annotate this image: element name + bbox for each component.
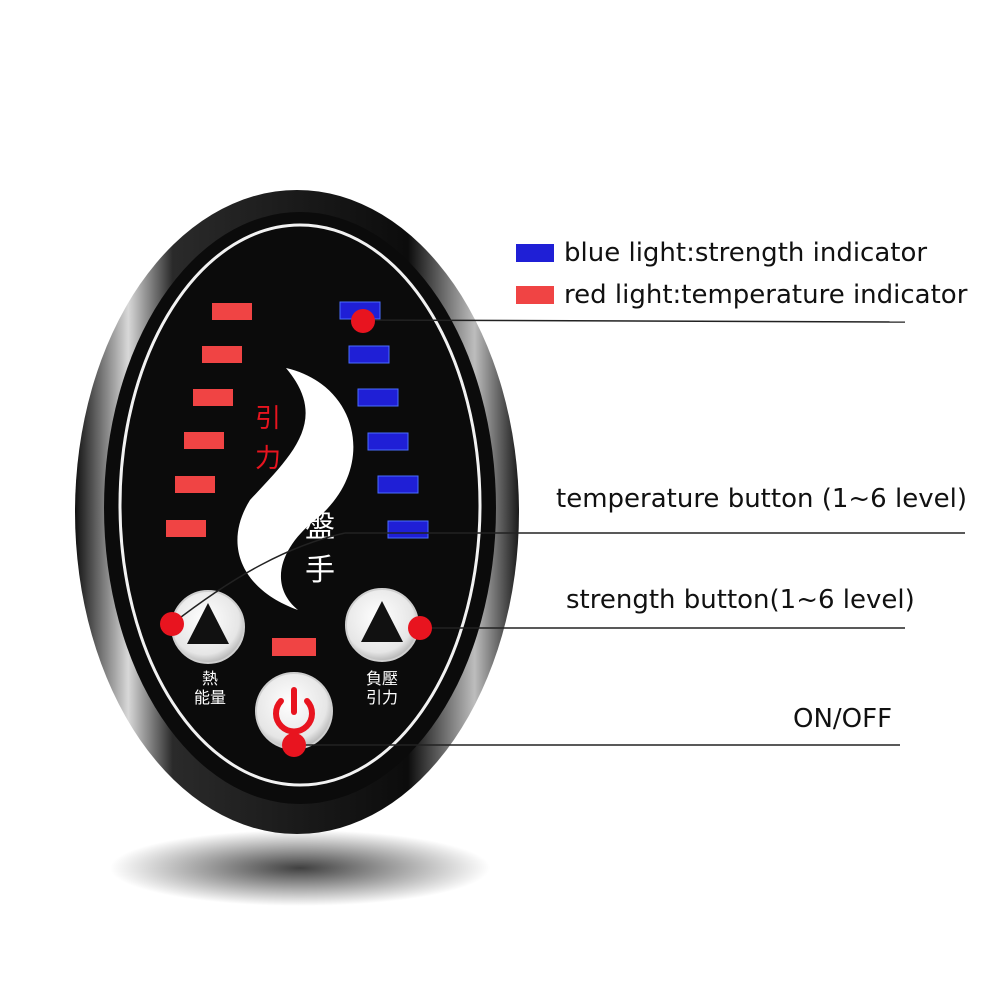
- brand-char-3: 手: [305, 553, 335, 588]
- legend-label-blue: blue light:strength indicator: [564, 238, 928, 268]
- leader-line-indicator: [362, 319, 906, 323]
- legend-red: red light:temperature indicator: [516, 280, 967, 310]
- strength-led: [377, 475, 419, 494]
- temperature-led: [212, 303, 252, 320]
- strength-led: [348, 345, 390, 364]
- leader-line-temperature-button-diagonal: [171, 532, 346, 625]
- red-vertical-label-2: 力: [255, 444, 281, 474]
- legend-swatch-blue: [516, 244, 554, 262]
- marker-dot-on-off: [282, 733, 306, 757]
- callout-temperature-button: temperature button (1~6 level): [556, 484, 967, 514]
- callout-strength-button: strength button(1~6 level): [566, 585, 915, 615]
- red-vertical-label-1: 引: [255, 404, 281, 434]
- temperature-led: [166, 520, 206, 537]
- temperature-led: [184, 432, 224, 449]
- strength-button[interactable]: [345, 588, 419, 662]
- strength-led: [387, 520, 429, 539]
- temperature-led: [193, 389, 233, 406]
- device-face-ring: [118, 223, 482, 787]
- marker-dot-indicator: [351, 309, 375, 333]
- strength-led: [367, 432, 409, 451]
- triangle-up-icon: [361, 601, 403, 642]
- temperature-indicator-leds: [166, 303, 252, 537]
- temperature-button-label-1: 熱: [202, 669, 218, 688]
- marker-dot-strength-button: [408, 616, 432, 640]
- temperature-led: [175, 476, 215, 493]
- status-led: [272, 638, 316, 656]
- callout-on-off: ON/OFF: [793, 704, 893, 734]
- temperature-led: [202, 346, 242, 363]
- strength-button-label-1: 負壓: [366, 669, 398, 688]
- marker-dot-temperature-button: [160, 612, 184, 636]
- power-button[interactable]: [255, 672, 333, 750]
- legend-swatch-red: [516, 286, 554, 304]
- strength-button-label-2: 引力: [366, 688, 398, 707]
- brand-char-1: 操: [305, 468, 335, 503]
- triangle-up-icon: [187, 603, 229, 644]
- legend-blue: blue light:strength indicator: [516, 238, 927, 268]
- legend-label-red: red light:temperature indicator: [564, 280, 968, 310]
- temperature-button-label-2: 能量: [194, 688, 226, 707]
- strength-led: [357, 388, 399, 407]
- power-icon: [273, 687, 315, 735]
- device-shadow: [110, 830, 490, 906]
- swoosh-logo: [237, 368, 354, 610]
